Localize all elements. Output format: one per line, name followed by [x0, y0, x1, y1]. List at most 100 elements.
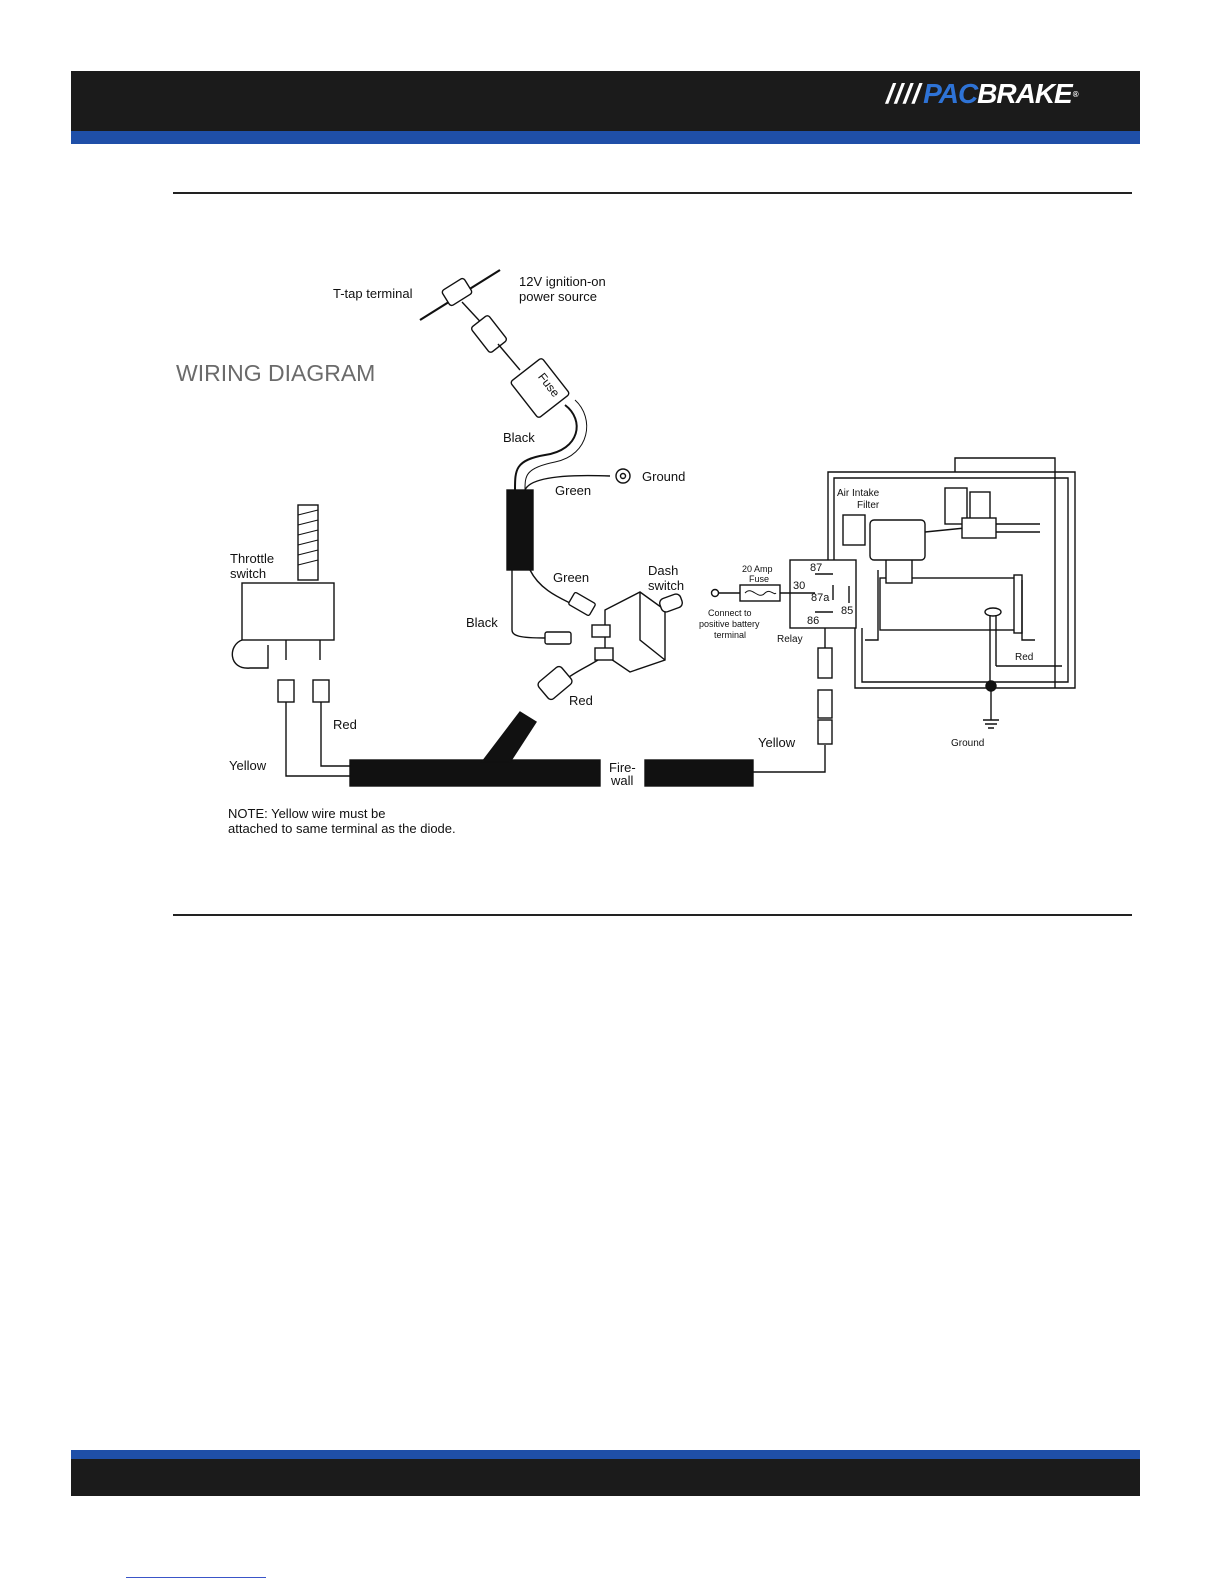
ground-post	[984, 607, 1002, 617]
label-throttle-line-1: Throttle	[230, 551, 274, 566]
compressor-mount	[865, 570, 879, 641]
manifold-block	[961, 517, 997, 539]
bottom-rule	[173, 914, 1132, 916]
logo-stripes: ////	[886, 78, 922, 109]
label-red-throttle: Red	[333, 717, 357, 732]
compressor-end-cap	[1013, 574, 1023, 634]
header-band	[71, 71, 1140, 131]
label-relay-85: 85	[841, 605, 853, 617]
dash-switch-terminal-1	[591, 624, 611, 638]
label-relay-86: 86	[807, 615, 819, 627]
battery-terminal	[710, 588, 720, 598]
red-wire-connector	[537, 665, 573, 701]
label-firewall-line-2: wall	[610, 773, 634, 788]
relay-body	[789, 559, 857, 629]
label-red-compressor: Red	[1015, 652, 1033, 663]
label-relay-87: 87	[810, 562, 822, 574]
yellow-wire-right	[753, 745, 826, 773]
label-battery-line-3: terminal	[714, 630, 746, 640]
label-throttle-line-2: switch	[230, 566, 266, 581]
logo-brake: BRAKE	[977, 78, 1073, 109]
label-air-intake-line-2: Filter	[857, 500, 880, 511]
label-fuse20-line-2: Fuse	[749, 574, 769, 584]
diagram-title: WIRING DIAGRAM	[176, 360, 376, 386]
relay-86-connector	[817, 647, 833, 679]
note-line-1: NOTE: Yellow wire must be	[228, 806, 386, 821]
label-yellow-right: Yellow	[758, 735, 796, 750]
compressor-tank	[879, 577, 1021, 631]
label-dash-line-2: switch	[648, 578, 684, 593]
label-ground-compressor: Ground	[951, 738, 984, 749]
wire-loom-right	[644, 759, 754, 787]
fuse-lead-top	[497, 343, 521, 371]
black-wire-top-edge	[524, 399, 588, 491]
ground-ring-hole	[619, 472, 627, 480]
t-tap-terminal	[441, 277, 473, 307]
label-yellow-left: Yellow	[229, 758, 267, 773]
label-relay: Relay	[777, 634, 803, 645]
yellow-relay-connector	[817, 719, 833, 745]
black-dash-wire	[511, 570, 546, 639]
throttle-switch-body	[241, 582, 335, 641]
label-black-mid: Black	[466, 615, 498, 630]
red-wire-throttle	[320, 702, 350, 767]
pressure-line-loop	[954, 457, 1056, 688]
page-edge-link-underline	[126, 1577, 266, 1578]
label-air-intake-line-1: Air Intake	[837, 488, 880, 499]
green-spade-connector	[568, 591, 596, 617]
ground-ring-terminal	[615, 468, 631, 484]
top-rule	[173, 192, 1132, 194]
label-relay-30: 30	[793, 580, 805, 592]
label-dash-line-1: Dash	[648, 563, 678, 578]
dash-switch-toggle	[658, 593, 684, 613]
logo-registered-mark: ®	[1072, 89, 1079, 99]
label-battery-line-2: positive battery	[699, 619, 760, 629]
label-green-mid: Green	[553, 570, 589, 585]
footer-band	[71, 1459, 1140, 1496]
dash-switch-terminal-2	[594, 647, 614, 661]
label-firewall-line-1: Fire-	[609, 760, 636, 775]
black-wire-top	[514, 404, 578, 491]
inline-fuse-holder	[510, 358, 570, 418]
air-intake-filter	[842, 514, 866, 546]
pressure-switch	[944, 487, 968, 525]
wire-loom-left	[349, 759, 601, 787]
label-fuse20-line-1: 20 Amp	[742, 564, 773, 574]
yellow-wire-left	[285, 702, 350, 777]
ground-symbol	[983, 719, 999, 729]
label-battery-line-1: Connect to	[708, 608, 752, 618]
red-throttle-connector	[312, 679, 330, 703]
t-tap-connector	[470, 315, 508, 353]
logo-pac: PAC	[923, 78, 978, 109]
header-accent-stripe	[71, 131, 1140, 144]
label-t-tap-terminal: T-tap terminal	[333, 286, 413, 301]
compressor-mount-right	[1021, 580, 1035, 641]
dash-switch-edge	[639, 592, 666, 661]
wire-loom-branch	[480, 711, 537, 763]
green-ground-wire	[524, 474, 611, 491]
pacbrake-logo: //// PAC BRAKE ®	[886, 78, 1079, 109]
dash-switch-body	[604, 591, 666, 673]
label-relay-87a: 87a	[811, 592, 830, 604]
compressor-inner-loop	[833, 477, 1069, 683]
throttle-switch-diode	[231, 639, 269, 669]
fuse-20-amp-element	[744, 590, 777, 596]
note-line-2: attached to same terminal as the diode.	[228, 821, 456, 836]
label-ignition-line-2: power source	[519, 289, 597, 304]
label-green-top: Green	[555, 483, 591, 498]
compressor-outer-loop	[827, 471, 1076, 689]
label-ignition-line-1: 12V ignition-on	[519, 274, 606, 289]
compressor-motor	[869, 519, 926, 561]
footer-accent-stripe	[71, 1450, 1140, 1459]
yellow-throttle-connector	[277, 679, 295, 703]
throttle-switch-thread	[297, 509, 319, 566]
ground-junction	[985, 680, 997, 692]
label-red-dash: Red	[569, 693, 593, 708]
air-line	[924, 527, 966, 533]
label-ground-top: Ground	[642, 469, 685, 484]
air-outlet-line	[996, 523, 1040, 533]
relay-inline-socket	[817, 689, 833, 719]
heat-shrink-sleeve	[506, 489, 534, 571]
label-black-top: Black	[503, 430, 535, 445]
